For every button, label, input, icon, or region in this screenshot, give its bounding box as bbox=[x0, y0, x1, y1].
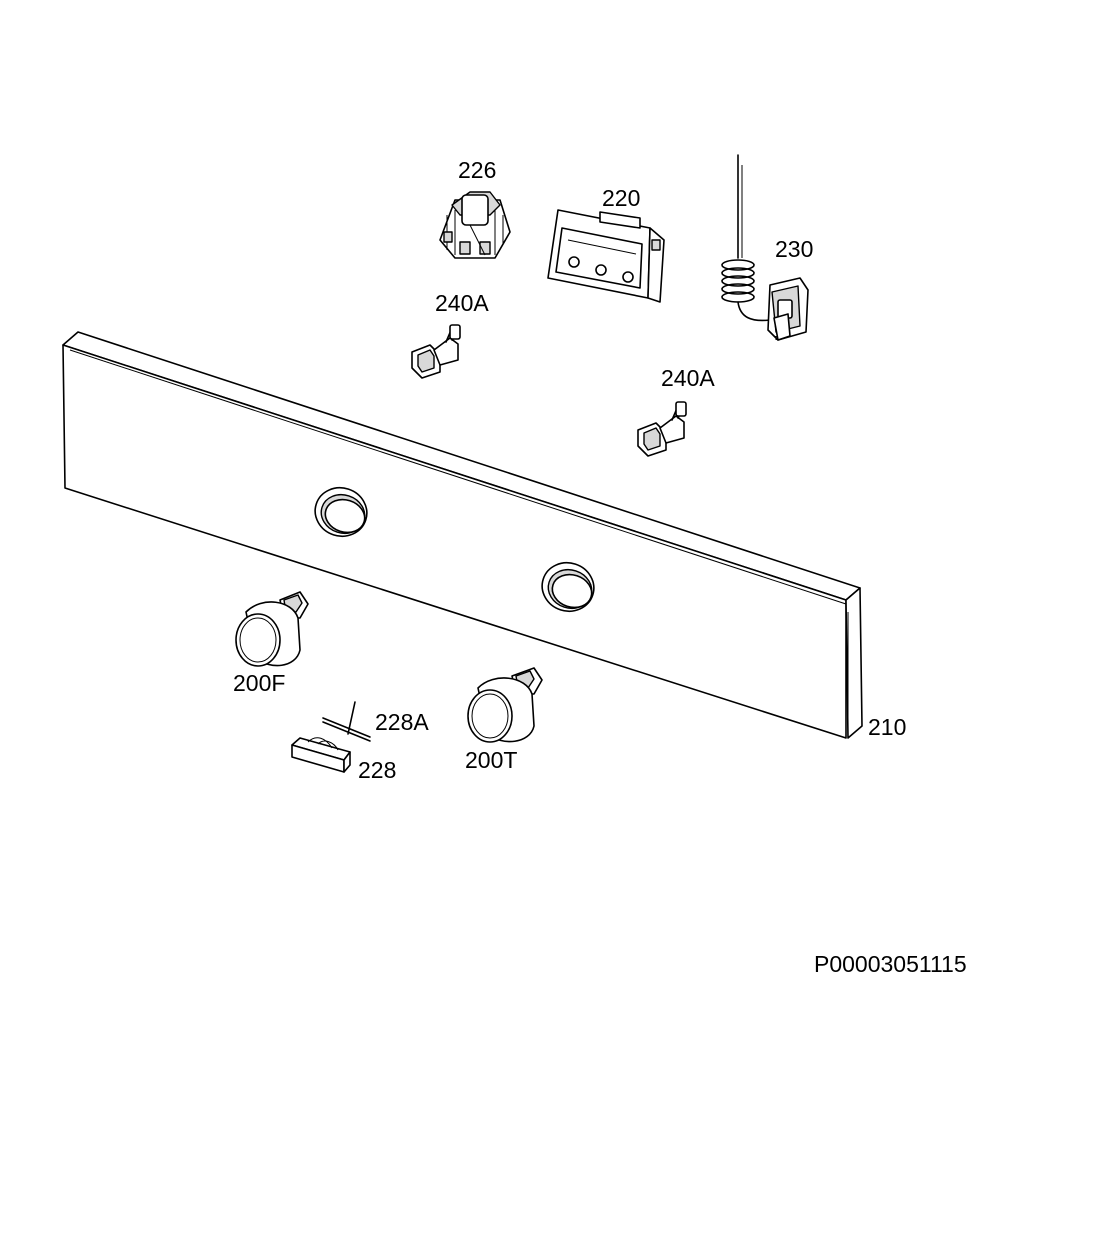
part-label-228a: 228A bbox=[375, 709, 429, 735]
drawing-code: P00003051115 bbox=[814, 951, 967, 977]
lamp-holder-icon bbox=[411, 324, 461, 379]
part-label-230: 230 bbox=[775, 236, 813, 262]
switch-block-icon bbox=[439, 191, 511, 259]
part-label-210: 210 bbox=[868, 714, 906, 740]
knob-icon bbox=[467, 667, 543, 743]
connector-icon bbox=[291, 737, 351, 773]
part-label-200f: 200F bbox=[233, 670, 285, 696]
part-label-228: 228 bbox=[358, 757, 396, 783]
pin-icon bbox=[322, 701, 371, 742]
thermostat-icon bbox=[721, 154, 809, 341]
control-panel-icon bbox=[62, 331, 863, 739]
lamp-holder-icon bbox=[637, 401, 687, 457]
knob-icon bbox=[235, 591, 309, 667]
indicator-panel-icon bbox=[547, 209, 665, 303]
part-label-240a-right: 240A bbox=[661, 365, 715, 391]
part-label-220: 220 bbox=[602, 185, 640, 211]
part-label-226: 226 bbox=[458, 157, 496, 183]
part-label-240a-left: 240A bbox=[435, 290, 489, 316]
part-label-200t: 200T bbox=[465, 747, 517, 773]
